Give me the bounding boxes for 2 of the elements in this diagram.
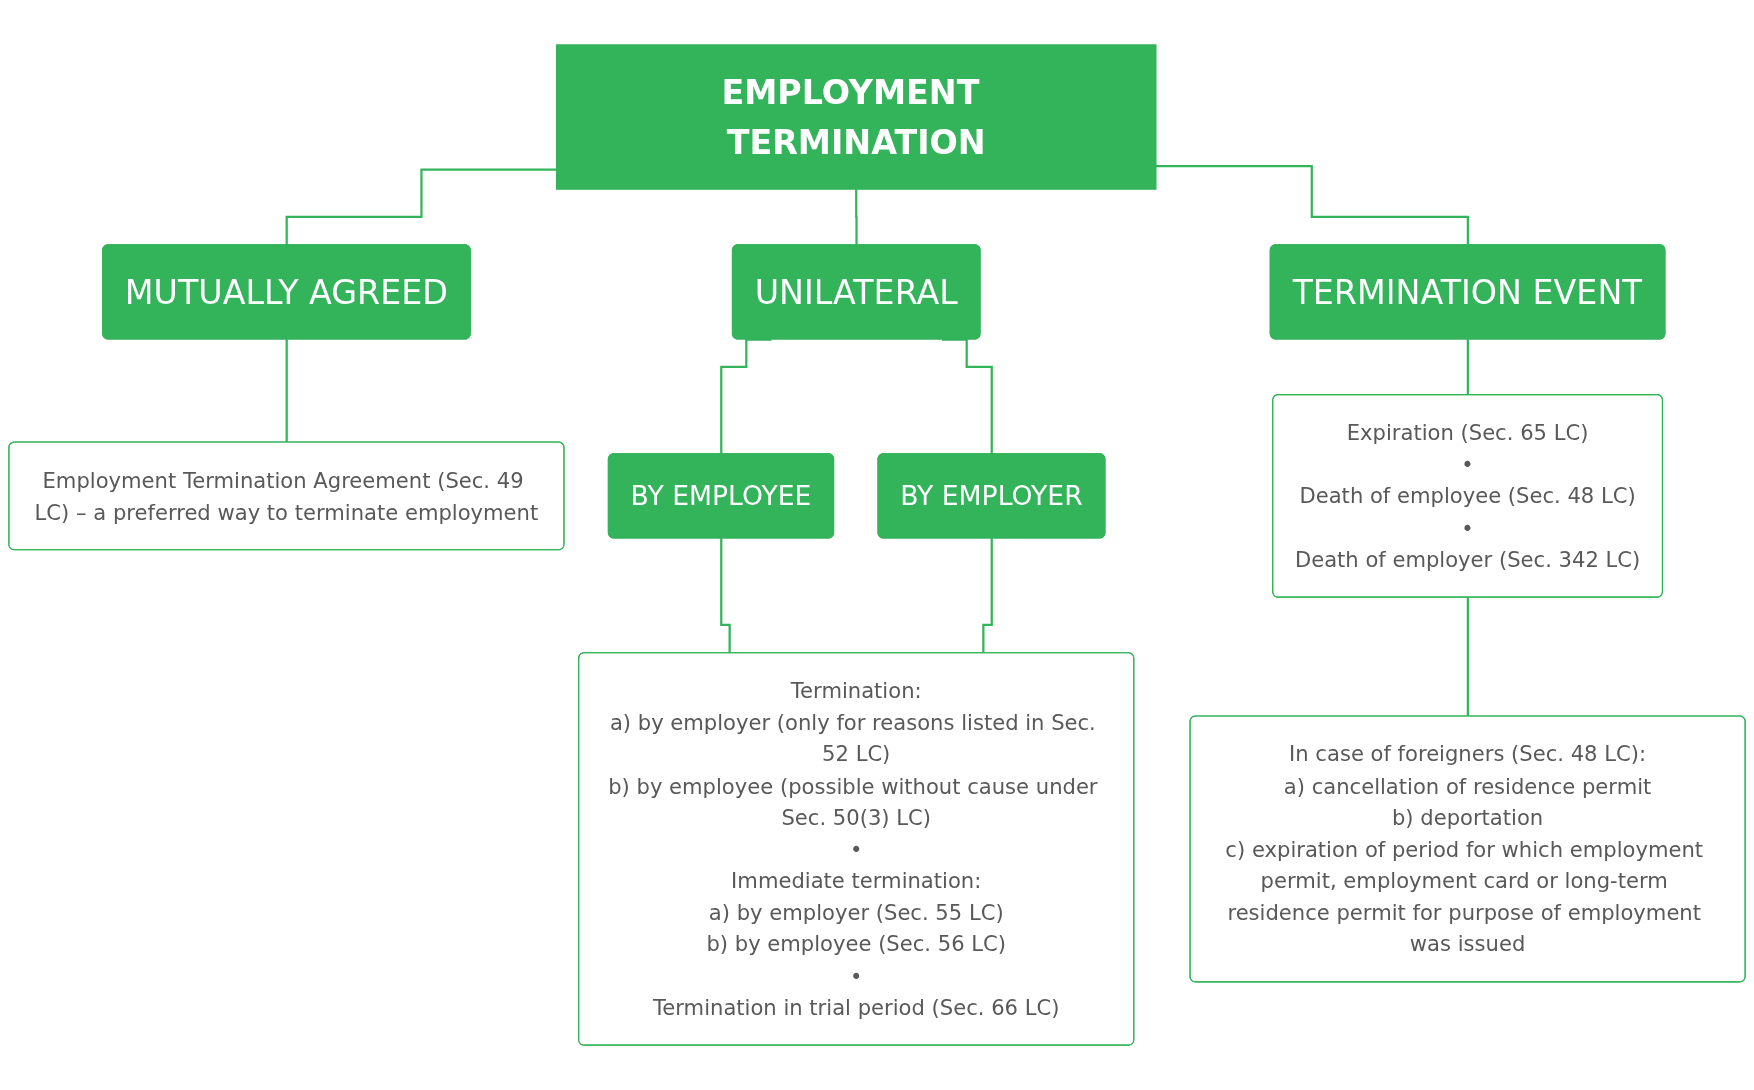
node-box: EMPLOYMENT TERMINATION <box>555 44 1157 190</box>
connector <box>285 338 289 444</box>
